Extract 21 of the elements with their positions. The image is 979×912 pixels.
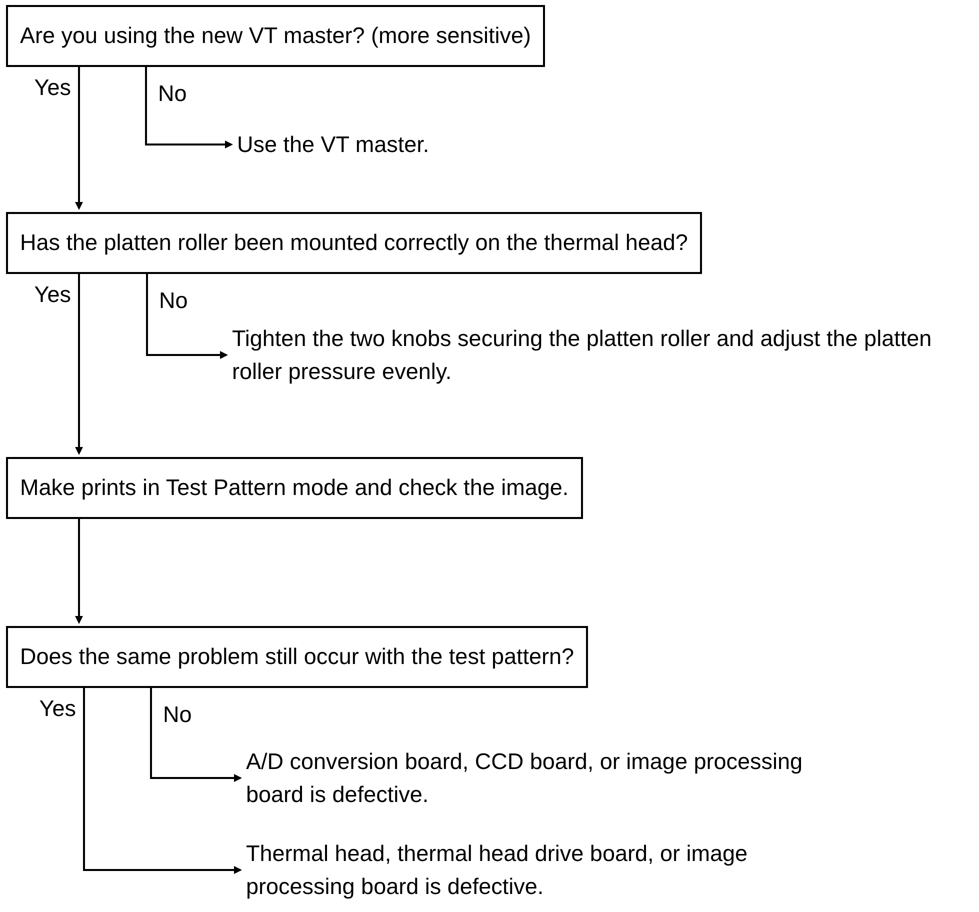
arrow (145, 67, 233, 148)
result-text: Tighten the two knobs securing the platten roller and adjust the platten roller pressure evenly. (232, 322, 977, 388)
arrow (146, 274, 228, 359)
arrow (75, 274, 83, 455)
result-text: Use the VT master. (237, 128, 837, 161)
arrow (150, 688, 242, 782)
edge-label: Yes (39, 696, 76, 722)
question-box: Make prints in Test Pattern mode and check the image. (6, 457, 583, 519)
edge-label: Yes (34, 75, 71, 101)
edge-label: Yes (34, 282, 71, 308)
question-box: Has the platten roller been mounted correctly on the thermal head? (6, 212, 702, 274)
arrow (75, 519, 83, 624)
result-text: A/D conversion board, CCD board, or image processing board is defective. (246, 745, 806, 811)
edge-label: No (159, 288, 188, 314)
arrow (83, 688, 242, 874)
question-box: Does the same problem still occur with the test pattern? (6, 626, 588, 688)
arrow (75, 67, 83, 210)
edge-label: No (158, 81, 187, 107)
edge-label: No (163, 702, 192, 728)
result-text: Thermal head, thermal head drive board, or image processing board is defective. (246, 837, 806, 903)
question-box: Are you using the new VT master? (more sensitive) (6, 5, 546, 67)
